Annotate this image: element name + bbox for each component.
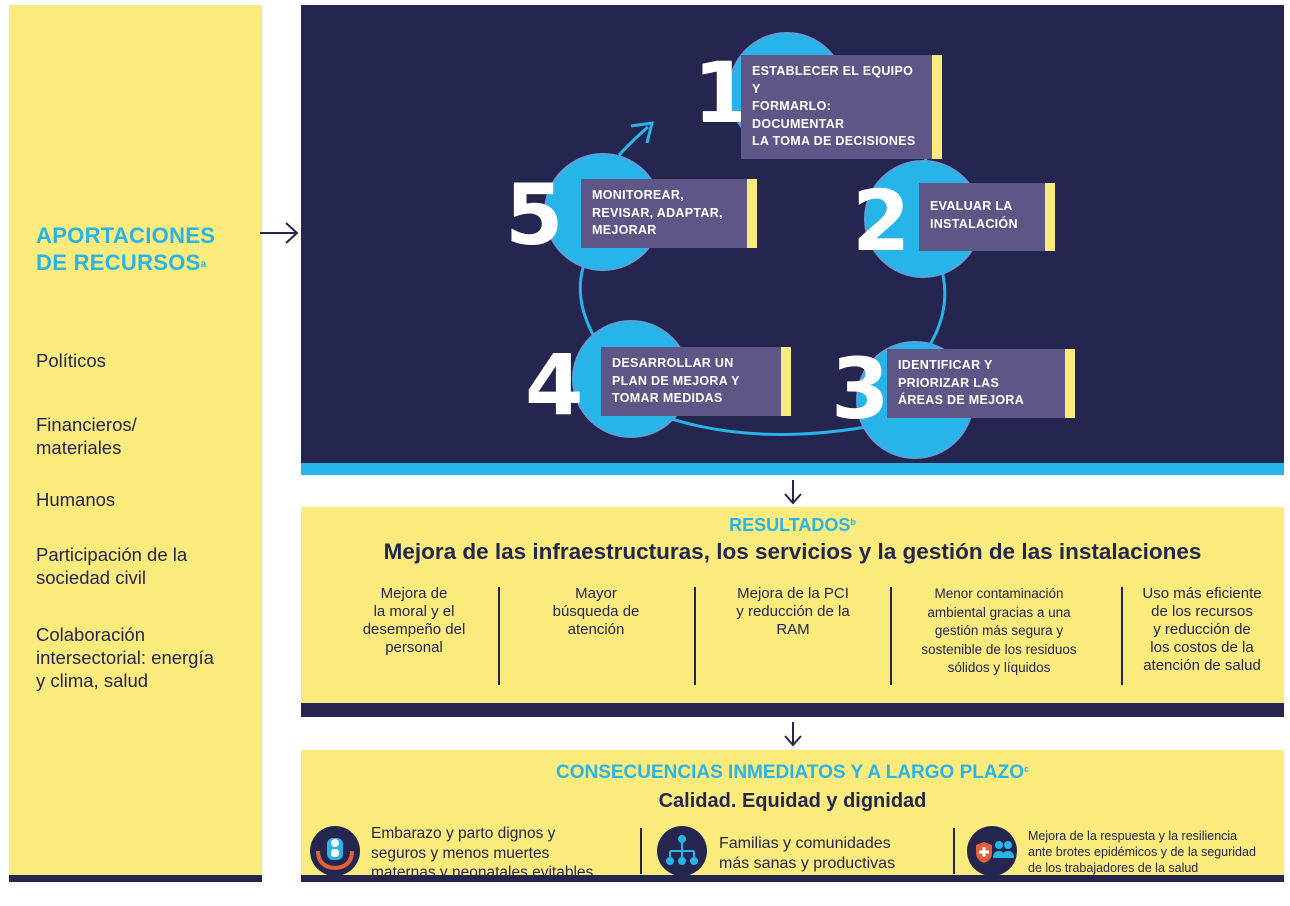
- step-label-3: IDENTIFICAR Y PRIORIZAR LAS ÁREAS DE MEJ…: [887, 349, 1075, 418]
- results-title: RESULTADOSb: [729, 515, 856, 535]
- outcomes-subtitle: Calidad. Equidad y dignidad: [658, 790, 927, 812]
- outcomes-panel: CONSECUENCIAS INMEDIATOS Y A LARGO PLAZO…: [301, 750, 1284, 882]
- outcome-divider: [640, 828, 642, 874]
- arrow-down-icon: [784, 722, 802, 747]
- step-number-2: 2: [852, 172, 911, 270]
- results-subtitle: Mejora de las infraestructuras, los serv…: [383, 539, 1202, 564]
- improvement-cycle-panel: 1 ESTABLECER EL EQUIPO Y FORMARLO: DOCUM…: [301, 5, 1284, 475]
- result-item-waste-management: Menor contaminación ambiental gracias a …: [921, 586, 1077, 675]
- result-divider: [694, 587, 696, 685]
- result-divider: [1121, 587, 1123, 685]
- family-community-network-icon: [657, 826, 707, 876]
- result-divider: [498, 587, 500, 685]
- footnote-marker-a: a: [200, 259, 207, 270]
- result-item-care-seeking: Mayor búsqueda de atención: [552, 585, 640, 638]
- footnote-marker-c: c: [1024, 764, 1030, 774]
- step-label-5: MONITOREAR, REVISAR, ADAPTAR, MEJORAR: [581, 179, 757, 248]
- outcome-maternal-health: Embarazo y parto dignos y seguros y meno…: [371, 825, 594, 881]
- step-number-3: 3: [831, 340, 890, 438]
- resource-item-political: Políticos: [36, 350, 106, 371]
- step-number-5: 5: [505, 166, 564, 264]
- results-panel: RESULTADOSb Mejora de las infraestructur…: [301, 507, 1284, 717]
- step-label-4: DESARROLLAR UN PLAN DE MEJORA Y TOMAR ME…: [601, 347, 791, 416]
- resource-item-human: Humanos: [36, 489, 116, 510]
- arrow-right-icon: [260, 222, 299, 244]
- step-label-2: EVALUAR LA INSTALACIÓN: [919, 183, 1055, 251]
- resource-item-civil-society: Participación de la sociedad civil: [36, 544, 188, 588]
- result-item-ipc-amr: Mejora de la PCI y reducción de la RAM: [736, 585, 850, 638]
- health-workers-shield-icon: [967, 826, 1017, 876]
- resource-inputs-panel: APORTACIONES DE RECURSOSa Políticos Fina…: [9, 5, 262, 882]
- resource-inputs-title: APORTACIONES DE RECURSOSa: [36, 223, 216, 275]
- outcomes-title: CONSECUENCIAS INMEDIATOS Y A LARGO PLAZO…: [555, 762, 1030, 783]
- result-item-staff-morale: Mejora de la moral y el desempeño del pe…: [362, 585, 466, 656]
- result-item-resource-efficiency: Uso más eficiente de los recursos y redu…: [1142, 585, 1262, 674]
- resource-item-financial: Financieros/ materiales: [36, 414, 137, 458]
- cycle-arc-5-1: [617, 125, 649, 157]
- outcome-epidemic-resilience: Mejora de la respuesta y la resiliencia …: [1028, 829, 1256, 875]
- resource-item-intersectoral: Colaboración intersectorial: energía y c…: [36, 624, 214, 691]
- arrow-down-icon: [784, 480, 802, 505]
- mother-child-hands-icon: [310, 826, 360, 876]
- outcome-healthy-families: Familias y comunidades más sanas y produ…: [719, 835, 896, 872]
- outcome-divider: [953, 828, 955, 874]
- step-number-4: 4: [525, 336, 584, 434]
- cycle-arrowhead-icon: [630, 121, 654, 144]
- footnote-marker-b: b: [850, 517, 856, 527]
- step-label-1: ESTABLECER EL EQUIPO Y FORMARLO: DOCUMEN…: [741, 55, 942, 159]
- result-divider: [890, 587, 892, 685]
